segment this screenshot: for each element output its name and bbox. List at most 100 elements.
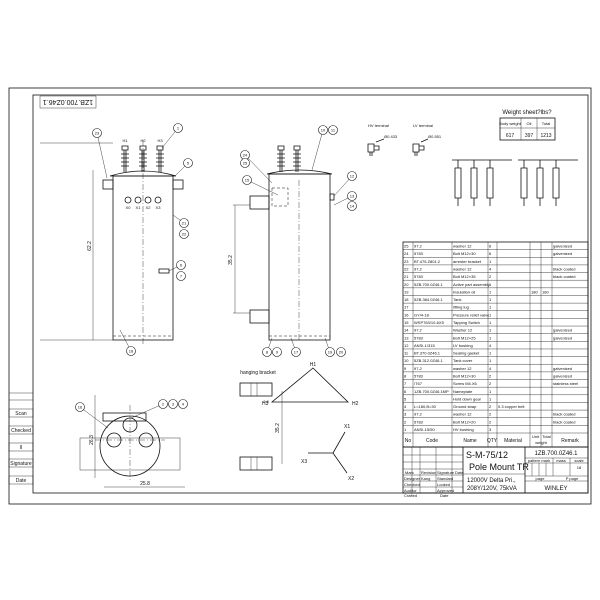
- header-no: No: [405, 438, 412, 444]
- cell-no: 23: [404, 259, 409, 264]
- callout-balloon: 17: [290, 337, 301, 357]
- role-designer: Designer: [404, 476, 421, 481]
- callout-balloon: 2: [130, 399, 168, 419]
- callout-number: 21: [182, 221, 187, 226]
- callout-number: 11: [331, 128, 336, 133]
- company-name: WINLEY: [544, 486, 567, 492]
- drawing-number-rotated: 1ZB.700.0Z46.1: [43, 98, 93, 105]
- callout-number: 10: [321, 128, 326, 133]
- height-dim: 62.2: [87, 241, 93, 251]
- hv-bushing-icon: [139, 145, 147, 172]
- cell-no: 1: [404, 427, 407, 432]
- wye-x3: X3: [301, 459, 307, 465]
- cell-qty: 4: [489, 343, 492, 348]
- cell-code: /T67: [414, 381, 423, 386]
- callout-number: 20: [339, 350, 344, 355]
- callout-balloon: 21: [172, 214, 189, 228]
- cell-remark: black coated: [553, 419, 575, 424]
- callout-number: 8: [266, 350, 269, 355]
- lv-bushing-icon: [154, 196, 162, 204]
- cell-name: washer 12: [453, 366, 472, 371]
- cell-code: BT.475.Z801.2: [414, 259, 441, 264]
- rating-line-2: 208Y/120V, 75kVA: [467, 486, 517, 492]
- cell-name: Ground strap: [453, 404, 477, 409]
- callout-number: 17: [294, 350, 299, 355]
- cell-code: 97.2: [414, 244, 423, 249]
- width-dim: 25.8: [140, 481, 150, 487]
- cell-no: 3: [404, 412, 407, 417]
- weight-sheet: Weight sheet?lbs? Body weight Oil Total …: [499, 110, 556, 141]
- rev-mark: Mark: [405, 470, 414, 475]
- cell-qty: 1: [489, 312, 492, 317]
- hv-bushing-icon: [293, 145, 301, 172]
- callout-balloon: 12: [333, 171, 357, 197]
- lv-terminal-label: LV terminal: [413, 123, 433, 128]
- callout-balloon: 10: [311, 125, 328, 171]
- role-checked: Checked: [404, 482, 420, 487]
- cell-no: 8: [404, 373, 407, 378]
- callout-balloon: 11: [328, 125, 338, 135]
- hv-bushing-icon: [156, 145, 164, 172]
- cell-name: Washer 12: [453, 328, 473, 333]
- tank-cover-side: [266, 169, 333, 175]
- delta-triangle: [270, 367, 349, 403]
- callout-balloon: 15: [242, 175, 279, 196]
- callout-number: 22: [182, 232, 187, 237]
- winding-schematic: [452, 159, 578, 206]
- cell-no: 2: [404, 419, 407, 424]
- role-looked: Looked: [437, 482, 450, 487]
- cell-no: 5: [404, 396, 407, 401]
- delta-h2: H2: [352, 401, 359, 407]
- callout-balloon: 13: [333, 191, 357, 206]
- header-remark: Remark: [561, 438, 579, 444]
- cell-qty: 2: [489, 412, 492, 417]
- cell-no: 17: [404, 305, 409, 310]
- cell-qty: 1: [489, 305, 492, 310]
- cell-remark: black coated: [553, 274, 575, 279]
- hanger-bracket-left: [102, 179, 114, 190]
- designer-name: Kang: [421, 476, 430, 481]
- strip-scan: Scan: [15, 411, 27, 417]
- cell-name: Bolt M12×20: [453, 419, 476, 424]
- cell-qty: 4: [489, 366, 492, 371]
- cell-code: 1ZB.700.0Z46.1MP: [414, 389, 449, 394]
- weight-header-body: Body weight: [499, 121, 522, 126]
- callout-number: 9: [276, 350, 279, 355]
- strip-signature: Signature: [10, 461, 32, 467]
- cell-name: HV bushing: [453, 427, 474, 432]
- cell-qty: 2: [489, 373, 492, 378]
- cell-total: 180: [542, 289, 549, 294]
- role-crafted: Crafted: [404, 493, 417, 498]
- label-h2: H2: [140, 138, 146, 143]
- tank-body-side: [268, 173, 331, 341]
- header-name: Name: [463, 438, 477, 444]
- callout-number: 25: [243, 161, 248, 166]
- cell-name: Insulation oil: [453, 289, 475, 294]
- cell-no: 13: [404, 335, 409, 340]
- weight-body-value: 617: [506, 133, 515, 139]
- vector-diagram: H1 H2 H3 X1 X2 X3: [262, 362, 359, 482]
- cell-name: arrester bracket: [453, 259, 482, 264]
- cell-name: Nameplate: [453, 389, 473, 394]
- bracket-span-dim: 35.2: [228, 255, 234, 265]
- callout-number: 18: [129, 349, 134, 354]
- role-date: Date: [440, 493, 449, 498]
- cell-no: 4: [404, 404, 407, 409]
- cell-name: LV bushing: [453, 343, 473, 348]
- terminals: HV terminal Ø0.433 LV terminal Ø0.551: [367, 123, 442, 156]
- callout-number: 14: [350, 204, 355, 209]
